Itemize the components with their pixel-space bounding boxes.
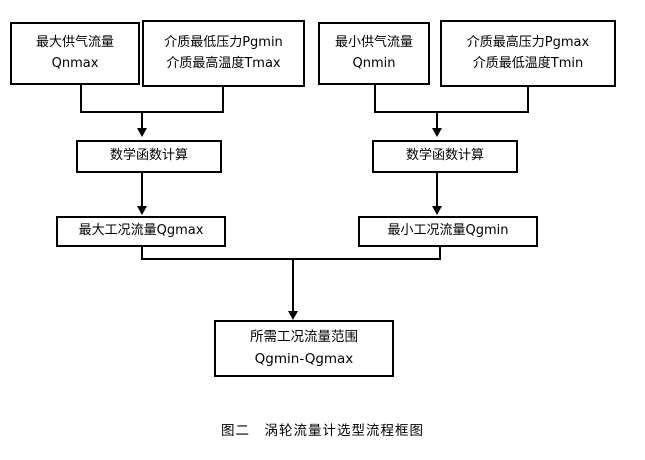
connector-left-merge-bar	[80, 111, 224, 113]
arrowhead-to-final-range	[288, 311, 298, 320]
arrowhead-to-result-qgmax	[137, 206, 147, 215]
node-result-qgmin: 最小工况流量Qgmin	[358, 216, 538, 247]
node-final-range: 所需工况流量范围 Qgmin-Qgmax	[214, 320, 394, 377]
node-input-pgmax-tmin-line1: 介质最高压力Pgmax	[466, 34, 590, 50]
node-final-range-line1: 所需工况流量范围	[250, 328, 358, 345]
node-input-qnmin: 最小供气流量 Qnmin	[318, 22, 430, 85]
connector-bottom-merge-bar	[141, 258, 441, 260]
connector-right-merge-down	[436, 111, 438, 130]
node-result-qgmax-label: 最大工况流量Qgmax	[78, 223, 204, 239]
connector-pgmin-down	[222, 87, 224, 113]
arrowhead-to-calc-right	[432, 128, 442, 137]
connector-qgmin-down	[439, 247, 441, 260]
connector-qnmin-down	[374, 85, 376, 113]
node-final-range-line2: Qgmin-Qgmax	[254, 350, 354, 367]
node-result-qgmax: 最大工况流量Qgmax	[56, 216, 226, 247]
connector-calcleft-to-result	[141, 173, 143, 208]
connector-bottom-merge-down	[292, 258, 294, 313]
connector-right-merge-bar	[374, 111, 529, 113]
connector-left-merge-down	[141, 111, 143, 130]
connector-qgmax-down	[141, 247, 143, 260]
node-calc-right: 数学函数计算	[372, 140, 518, 173]
node-input-qnmax: 最大供气流量 Qnmax	[10, 22, 140, 85]
node-input-qnmax-line1: 最大供气流量	[35, 34, 114, 50]
node-calc-left-label: 数学函数计算	[109, 148, 188, 164]
node-input-pgmin-tmax: 介质最低压力Pgmin 介质最高温度Tmax	[142, 20, 305, 87]
arrowhead-to-result-qgmin	[432, 206, 442, 215]
arrowhead-to-calc-left	[137, 128, 147, 137]
node-input-pgmax-tmin: 介质最高压力Pgmax 介质最低温度Tmin	[440, 20, 616, 87]
connector-calcright-to-result	[436, 173, 438, 208]
node-input-pgmax-tmin-line2: 介质最低温度Tmin	[472, 55, 584, 71]
node-input-qnmin-line2: Qnmin	[352, 55, 396, 71]
node-input-pgmin-tmax-line1: 介质最低压力Pgmin	[164, 34, 283, 50]
connector-qnmax-down	[80, 85, 82, 113]
node-calc-right-label: 数学函数计算	[405, 148, 484, 164]
figure-caption: 图二 涡轮流量计选型流程框图	[221, 423, 424, 439]
connector-pgmax-down	[527, 87, 529, 113]
node-calc-left: 数学函数计算	[76, 140, 222, 173]
node-input-qnmin-line1: 最小供气流量	[334, 34, 413, 50]
node-input-qnmax-line2: Qnmax	[51, 55, 99, 71]
node-input-pgmin-tmax-line2: 介质最高温度Tmax	[166, 55, 281, 71]
node-result-qgmin-label: 最小工况流量Qgmin	[387, 223, 509, 239]
